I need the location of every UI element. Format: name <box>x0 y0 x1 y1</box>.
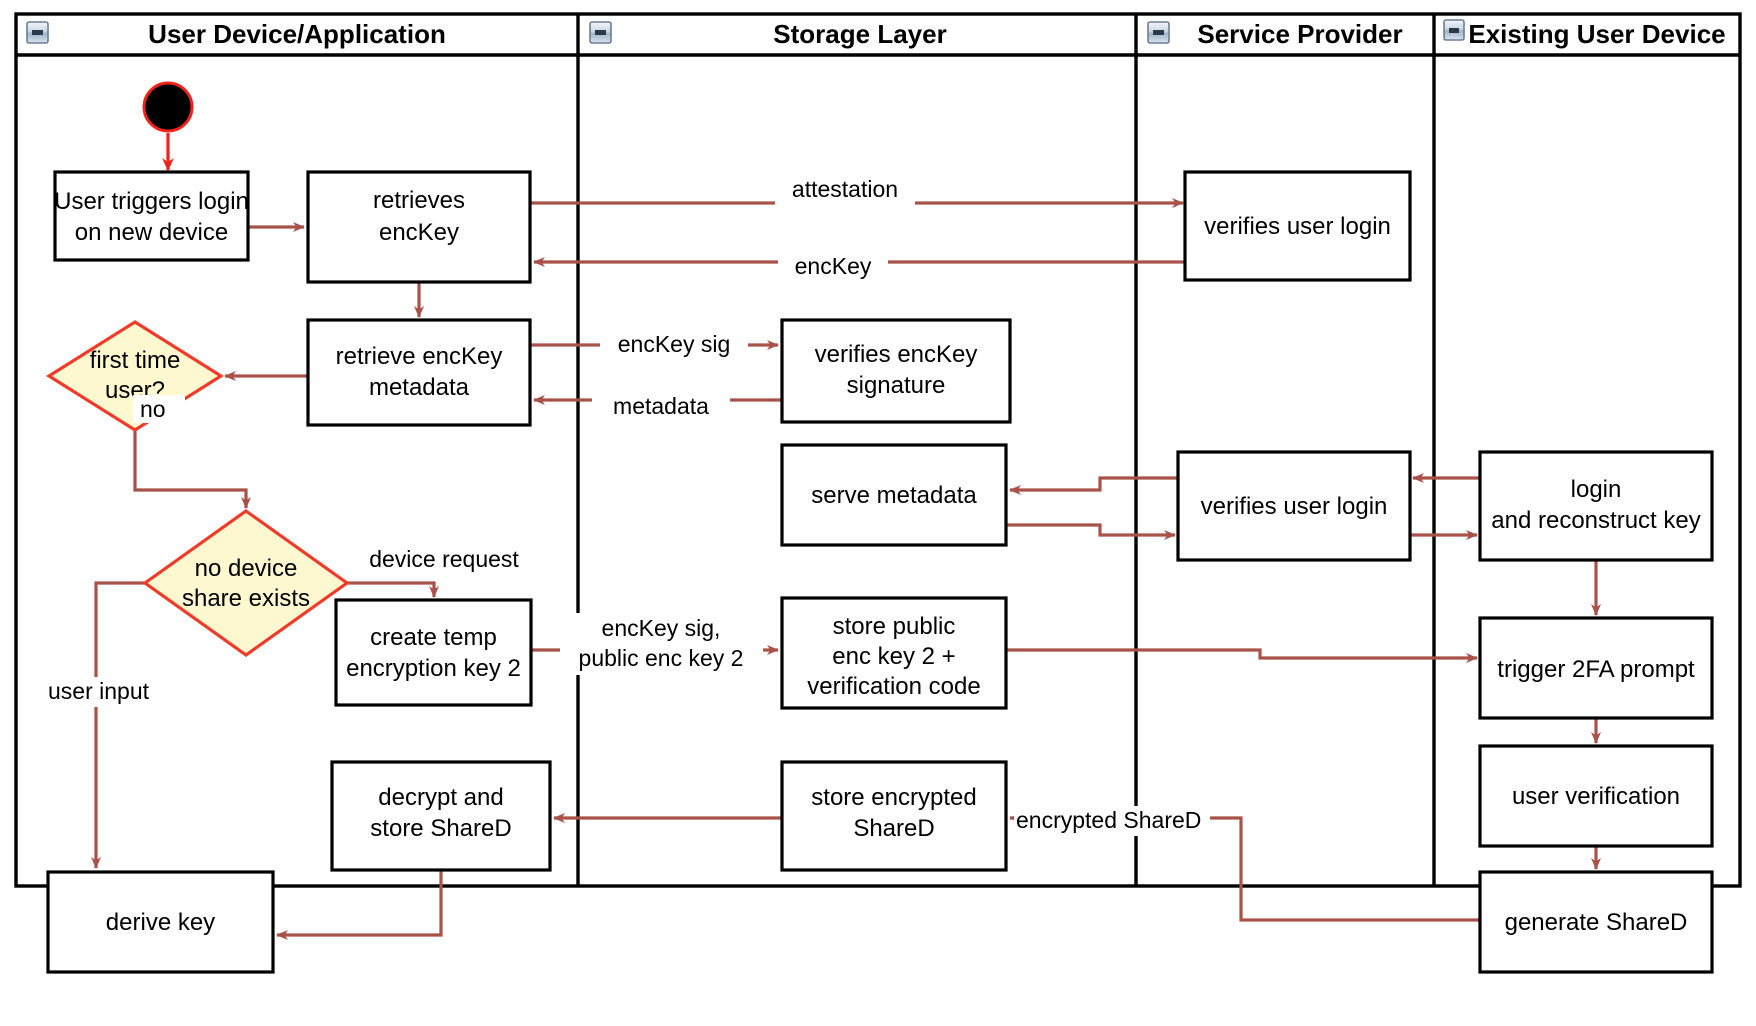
lane-title-storage: Storage Layer <box>773 19 946 49</box>
edge-label-enckey-sig-public: encKey sig, public enc key 2 <box>560 613 763 675</box>
edge-label-device-request: device request <box>350 545 538 575</box>
edge-label-enckey-sig: encKey sig <box>600 330 748 360</box>
decision-label-line: share exists <box>182 585 310 612</box>
node-store-public-enc-key[interactable]: store public enc key 2 + verification co… <box>780 596 1008 710</box>
node-label-line: login <box>1571 476 1622 503</box>
edge-label-no: no <box>133 395 185 423</box>
svg-text:public enc key 2: public enc key 2 <box>579 645 744 671</box>
collapse-box-icon[interactable] <box>1443 19 1465 41</box>
swimlane-frame <box>14 12 1742 888</box>
node-label-line: store public <box>833 613 956 640</box>
edge-verify-to-serve-metadata <box>1009 476 1178 495</box>
svg-text:device request: device request <box>369 546 519 572</box>
node-label-line: encKey <box>379 219 459 246</box>
edge-label-attestation: attestation <box>775 175 915 205</box>
svg-text:metadata: metadata <box>613 393 709 419</box>
edge-labels: attestation encKey encKey sig metadata d… <box>42 175 1210 836</box>
edge-label-metadata: metadata <box>592 392 730 422</box>
edge-store-public-to-2fa <box>1006 648 1478 663</box>
svg-text:encrypted ShareD: encrypted ShareD <box>1016 807 1201 833</box>
node-label-line: user verification <box>1512 783 1680 810</box>
node-label-line: decrypt and <box>378 784 503 811</box>
node-label-line: retrieve encKey <box>336 343 503 370</box>
node-label-line: verification code <box>807 673 980 700</box>
node-verifies-enckey-signature[interactable]: verifies encKey signature <box>780 318 1012 424</box>
start-node <box>142 81 194 133</box>
node-label-line: store encrypted <box>811 784 976 811</box>
node-retrieves-enckey[interactable]: retrieves encKey <box>306 170 532 284</box>
lane-title-existing-device: Existing User Device <box>1468 19 1725 49</box>
node-user-triggers-login[interactable]: User triggers login on new device <box>53 170 250 262</box>
node-login-and-reconstruct-key[interactable]: login and reconstruct key <box>1478 450 1714 562</box>
node-label-line: verifies user login <box>1204 213 1391 240</box>
edge-label-enckey: encKey <box>778 252 888 282</box>
lane-header-storage[interactable]: Storage Layer <box>589 19 947 49</box>
node-trigger-2fa-prompt[interactable]: trigger 2FA prompt <box>1478 616 1714 720</box>
node-label-line: metadata <box>369 374 470 401</box>
node-verifies-user-login-2[interactable]: verifies user login <box>1176 450 1412 562</box>
edge-device-request <box>347 581 439 598</box>
activity-nodes: User triggers login on new device retrie… <box>46 170 1714 974</box>
decision-label-line: no device <box>195 555 298 582</box>
collapse-box-icon[interactable] <box>589 21 612 44</box>
node-serve-metadata[interactable]: serve metadata <box>780 443 1008 547</box>
node-retrieve-enckey-metadata[interactable]: retrieve encKey metadata <box>306 318 532 427</box>
node-label-line: User triggers login <box>54 188 249 215</box>
edge-decrypt-to-derive <box>276 870 443 940</box>
node-label-line: verifies encKey <box>815 341 978 368</box>
collapse-box-icon[interactable] <box>1147 21 1170 44</box>
lane-title-service-provider: Service Provider <box>1197 19 1402 49</box>
node-label-line: retrieves <box>373 187 465 214</box>
edge-serve-metadata-to-verify <box>1006 523 1176 540</box>
node-label-line: ShareD <box>853 815 934 842</box>
node-label-line: enc key 2 + <box>832 643 955 670</box>
edge-user-input <box>91 581 145 869</box>
svg-text:user input: user input <box>48 678 150 704</box>
lane-header-existing-device[interactable]: Existing User Device <box>1443 19 1726 49</box>
node-store-encrypted-shared[interactable]: store encrypted ShareD <box>780 760 1008 872</box>
edge-label-user-input: user input <box>42 677 172 707</box>
node-label-line: serve metadata <box>811 482 977 509</box>
svg-text:encKey: encKey <box>795 253 872 279</box>
decision-label-line: first time <box>90 347 181 374</box>
collapse-box-icon[interactable] <box>26 21 49 44</box>
node-generate-shared[interactable]: generate ShareD <box>1478 870 1714 974</box>
edge-label-encrypted-shared: encrypted ShareD <box>1014 806 1210 836</box>
svg-text:attestation: attestation <box>792 176 898 202</box>
node-label-line: and reconstruct key <box>1491 507 1700 534</box>
node-label-line: create temp <box>370 624 497 651</box>
node-label-line: trigger 2FA prompt <box>1497 656 1695 683</box>
node-user-verification[interactable]: user verification <box>1478 744 1714 848</box>
svg-text:encKey sig: encKey sig <box>618 331 731 357</box>
node-decrypt-and-store-shared[interactable]: decrypt and store ShareD <box>330 760 552 872</box>
svg-text:encKey sig,: encKey sig, <box>602 615 721 641</box>
node-label-line: encryption key 2 <box>346 655 521 682</box>
node-label-line: on new device <box>75 219 228 246</box>
node-derive-key[interactable]: derive key <box>46 870 275 974</box>
lane-header-service-provider[interactable]: Service Provider <box>1147 19 1403 49</box>
node-create-temp-encryption-key[interactable]: create temp encryption key 2 <box>334 598 533 707</box>
node-label-line: verifies user login <box>1201 493 1388 520</box>
lane-header-user-device[interactable]: User Device/Application <box>26 19 446 49</box>
decision-no-device-share-exists[interactable]: no device share exists <box>142 509 350 657</box>
node-label-line: derive key <box>106 909 215 936</box>
node-label-line: store ShareD <box>370 815 511 842</box>
node-label-line: generate ShareD <box>1505 909 1688 936</box>
lane-title-user-device: User Device/Application <box>148 19 446 49</box>
node-verifies-user-login-1[interactable]: verifies user login <box>1183 170 1412 282</box>
edge-label-no-text: no <box>140 396 166 422</box>
node-label-line: signature <box>847 372 946 399</box>
edge-no-branch <box>133 430 251 509</box>
